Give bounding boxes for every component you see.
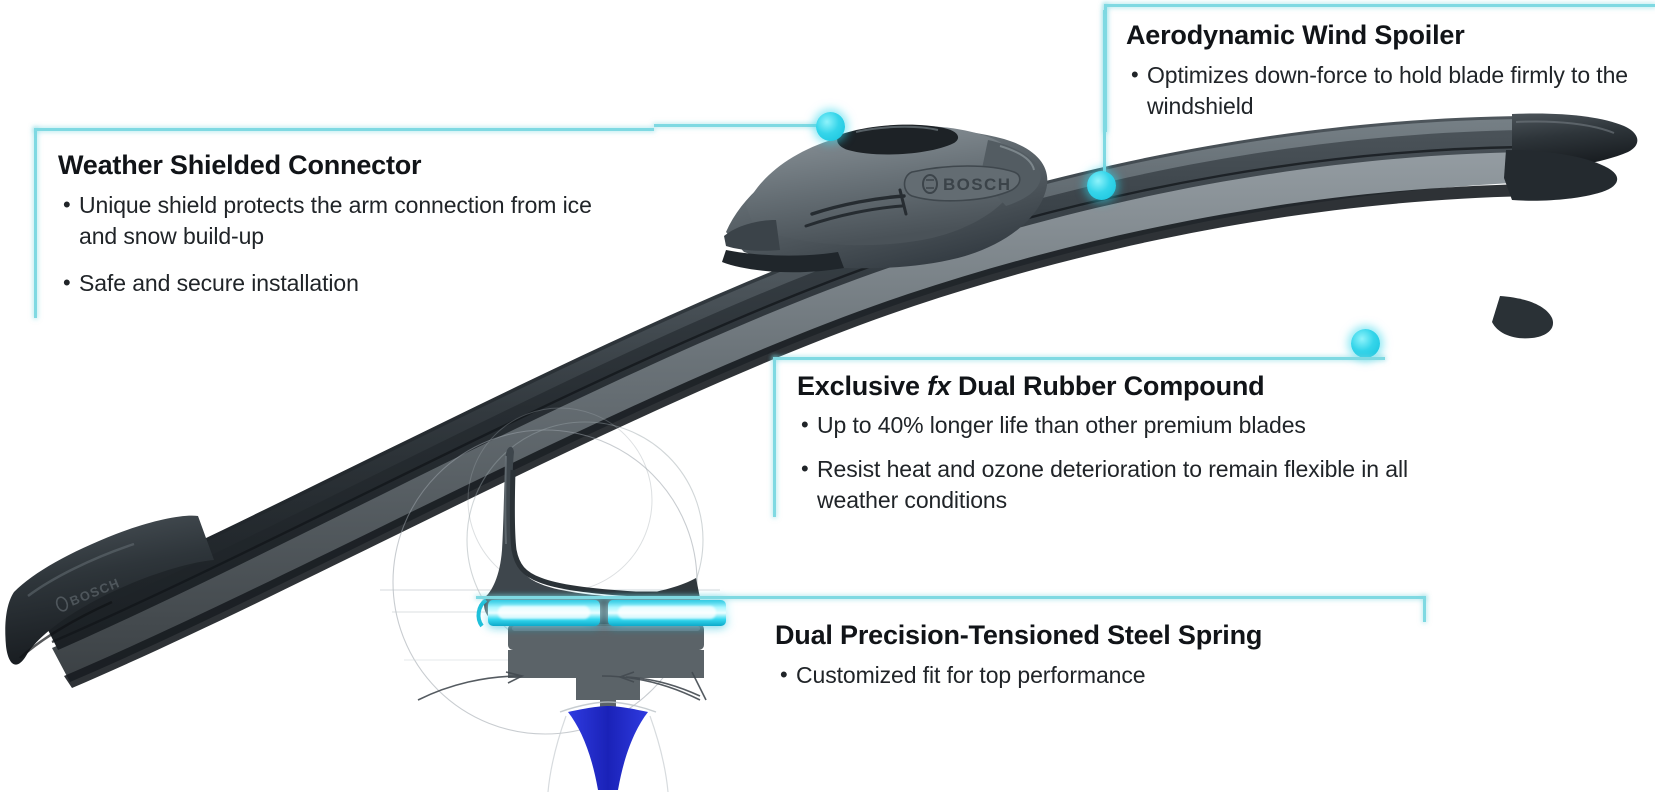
callout-border-left (1104, 4, 1107, 132)
callout-border-top (1104, 4, 1655, 7)
airflow-arrows (417, 671, 707, 701)
callout-dot-connector (816, 112, 845, 141)
blade-left-endcap: BOSCH (5, 515, 214, 665)
callout-dual-rubber-compound: Exclusive fx Dual Rubber Compound Up to … (773, 357, 1493, 517)
callout-bullet: Unique shield protects the arm connectio… (60, 189, 630, 252)
callout-weather-shielded-connector: Weather Shielded Connector Unique shield… (34, 128, 654, 318)
steel-spring-left (488, 600, 600, 626)
callout-border-top (773, 357, 1385, 360)
callout-bullet-list: Optimizes down-force to hold blade firml… (1128, 59, 1648, 122)
steel-spring-right (608, 600, 726, 626)
callout-title: Aerodynamic Wind Spoiler (1126, 20, 1465, 50)
callout-dot-rubber (1351, 329, 1380, 358)
callout-title-prefix: Exclusive (797, 371, 928, 401)
blade-right-tip (1492, 113, 1638, 339)
svg-text:BOSCH: BOSCH (943, 175, 1011, 194)
leader-line-connector (654, 124, 830, 127)
callout-bullet-list: Unique shield protects the arm connectio… (60, 189, 630, 299)
spring-carrier (508, 624, 704, 700)
wiping-edge (547, 700, 669, 793)
callout-title-fx: fx (927, 371, 951, 401)
callout-dot-spoiler (1087, 171, 1116, 200)
callout-bullet-list: Customized fit for top performance (777, 659, 1417, 691)
callout-border-left (773, 357, 776, 517)
bosch-logo-connector: BOSCH (903, 165, 1021, 202)
callout-bullet: Resist heat and ozone deterioration to r… (798, 453, 1478, 516)
callout-title-suffix: Dual Rubber Compound (950, 371, 1265, 401)
callout-bullet: Optimizes down-force to hold blade firml… (1128, 59, 1648, 122)
blade-cross-section (380, 407, 726, 793)
callout-border-top (34, 128, 654, 131)
dual-steel-springs (488, 600, 726, 626)
leader-line-spring-right-drop (1423, 596, 1426, 622)
leader-line-spring (476, 596, 1426, 599)
callout-border-left (34, 128, 37, 318)
bosch-logo-endcap: BOSCH (55, 575, 122, 612)
callout-title: Weather Shielded Connector (58, 150, 422, 180)
callout-title: Dual Precision-Tensioned Steel Spring (775, 620, 1263, 650)
callout-dual-precision-tensioned-steel-spring: Dual Precision-Tensioned Steel Spring Cu… (757, 596, 1437, 716)
weather-shielded-connector-housing: BOSCH (722, 124, 1048, 273)
callout-bullet: Safe and secure installation (60, 267, 630, 299)
callout-bullet: Customized fit for top performance (777, 659, 1417, 691)
callout-aerodynamic-wind-spoiler: Aerodynamic Wind Spoiler Optimizes down-… (1104, 4, 1655, 132)
callout-bullet-list: Up to 40% longer life than other premium… (798, 409, 1478, 529)
callout-title: Exclusive fx Dual Rubber Compound (797, 371, 1265, 402)
callout-bullet: Up to 40% longer life than other premium… (798, 409, 1478, 441)
svg-text:BOSCH: BOSCH (68, 575, 123, 609)
